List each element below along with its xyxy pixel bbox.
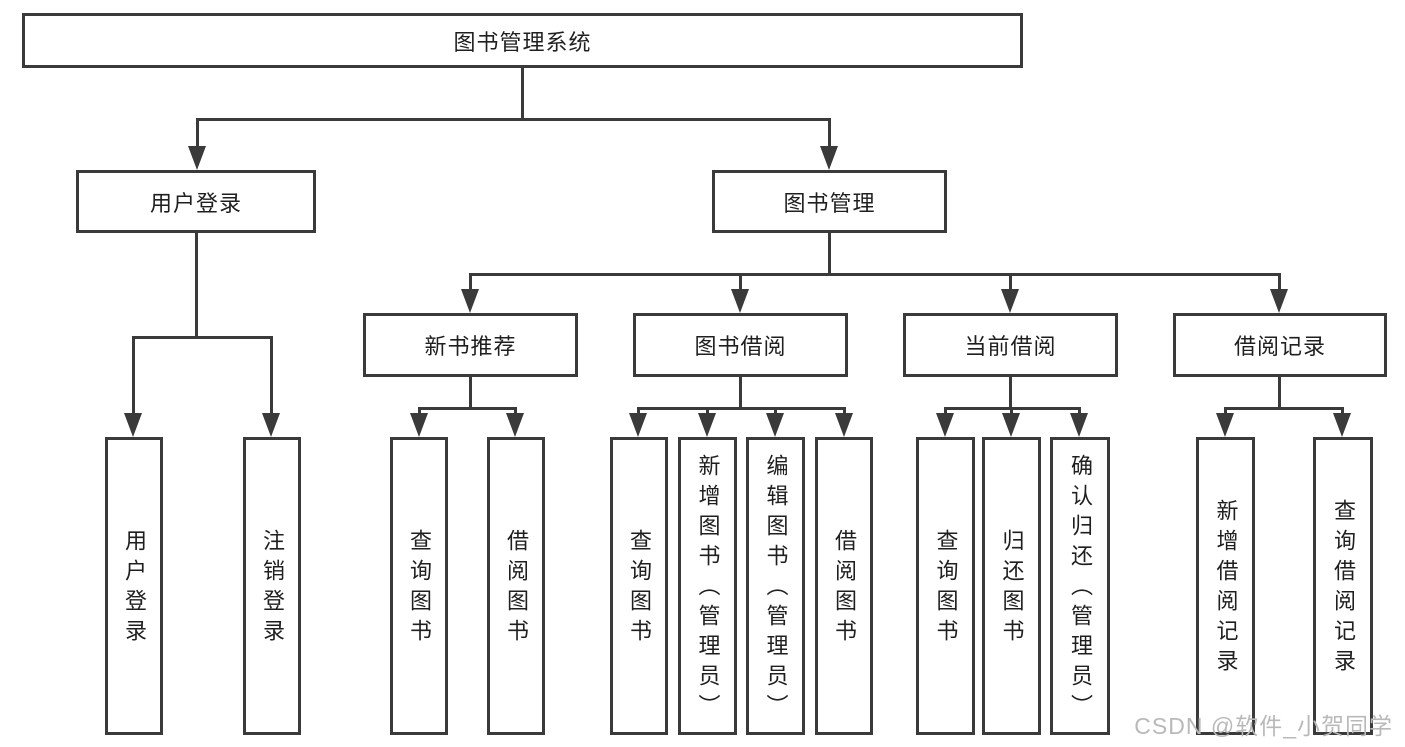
arrow-down-icon bbox=[698, 413, 716, 437]
connector-line bbox=[132, 336, 135, 415]
arrow-down-icon bbox=[1002, 413, 1020, 437]
connector-line bbox=[1009, 377, 1012, 407]
arrow-down-icon bbox=[936, 413, 954, 437]
connector-line bbox=[196, 118, 831, 121]
arrow-down-icon bbox=[1001, 289, 1019, 313]
connector-line bbox=[418, 407, 517, 410]
leaf-logout: 注销登录 bbox=[243, 437, 301, 735]
connector-line bbox=[739, 377, 742, 407]
node-root: 图书管理系统 bbox=[22, 13, 1023, 68]
connector-line bbox=[1010, 407, 1013, 415]
node-current-borrow: 当前借阅 bbox=[903, 313, 1118, 377]
leaf-newbook-borrow-book: 借阅图书 bbox=[487, 437, 545, 735]
connector-line bbox=[1278, 377, 1281, 407]
arrow-down-icon bbox=[1333, 413, 1351, 437]
node-new-book-recommend: 新书推荐 bbox=[363, 313, 578, 377]
connector-line bbox=[1224, 407, 1344, 410]
connector-line bbox=[469, 273, 1281, 276]
connector-line bbox=[774, 407, 777, 415]
node-borrow-record: 借阅记录 bbox=[1173, 313, 1387, 377]
connector-line bbox=[469, 273, 472, 291]
arrow-down-icon bbox=[731, 289, 749, 313]
connector-line bbox=[739, 273, 742, 291]
connector-line bbox=[418, 407, 421, 415]
leaf-current-query-book: 查询图书 bbox=[916, 437, 975, 735]
arrow-down-icon bbox=[188, 146, 206, 170]
leaf-record-query-record: 查询借阅记录 bbox=[1313, 437, 1373, 735]
connector-line bbox=[521, 68, 524, 118]
connector-line bbox=[706, 407, 709, 415]
leaf-borrow-borrow-book: 借阅图书 bbox=[815, 437, 873, 735]
watermark: CSDN @软件_小贺同学 bbox=[1134, 713, 1393, 739]
connector-line bbox=[469, 377, 472, 407]
arrow-down-icon bbox=[124, 413, 142, 437]
arrow-down-icon bbox=[410, 413, 428, 437]
leaf-current-confirm-return-admin: 确认归还（管理员） bbox=[1050, 437, 1110, 735]
arrow-down-icon bbox=[766, 413, 784, 437]
connector-line bbox=[514, 407, 517, 415]
node-user-login: 用户登录 bbox=[76, 170, 316, 233]
connector-line bbox=[1341, 407, 1344, 415]
connector-line bbox=[132, 336, 273, 339]
connector-line bbox=[196, 118, 199, 148]
connector-line bbox=[1078, 407, 1081, 415]
arrow-down-icon bbox=[629, 413, 647, 437]
leaf-user-login: 用户登录 bbox=[105, 437, 163, 735]
connector-line bbox=[195, 233, 198, 336]
leaf-borrow-query-book: 查询图书 bbox=[610, 437, 668, 735]
arrow-down-icon bbox=[1270, 289, 1288, 313]
connector-line bbox=[1224, 407, 1227, 415]
leaf-record-add-record: 新增借阅记录 bbox=[1196, 437, 1255, 735]
arrow-down-icon bbox=[506, 413, 524, 437]
leaf-borrow-add-book-admin: 新增图书（管理员） bbox=[678, 437, 737, 735]
node-book-borrow: 图书借阅 bbox=[633, 313, 848, 377]
connector-line bbox=[637, 407, 846, 410]
leaf-current-return-book: 归还图书 bbox=[982, 437, 1041, 735]
connector-line bbox=[270, 336, 273, 415]
connector-line bbox=[1278, 273, 1281, 291]
connector-line bbox=[637, 407, 640, 415]
connector-line bbox=[828, 118, 831, 148]
arrow-down-icon bbox=[835, 413, 853, 437]
leaf-newbook-query-book: 查询图书 bbox=[390, 437, 448, 735]
leaf-borrow-edit-book-admin: 编辑图书（管理员） bbox=[746, 437, 805, 735]
node-book-management: 图书管理 bbox=[712, 170, 947, 233]
connector-line bbox=[1009, 273, 1012, 291]
arrow-down-icon bbox=[262, 413, 280, 437]
arrow-down-icon bbox=[1216, 413, 1234, 437]
connector-line bbox=[843, 407, 846, 415]
arrow-down-icon bbox=[820, 146, 838, 170]
arrow-down-icon bbox=[461, 289, 479, 313]
connector-line bbox=[944, 407, 947, 415]
arrow-down-icon bbox=[1070, 413, 1088, 437]
connector-line bbox=[828, 233, 831, 273]
